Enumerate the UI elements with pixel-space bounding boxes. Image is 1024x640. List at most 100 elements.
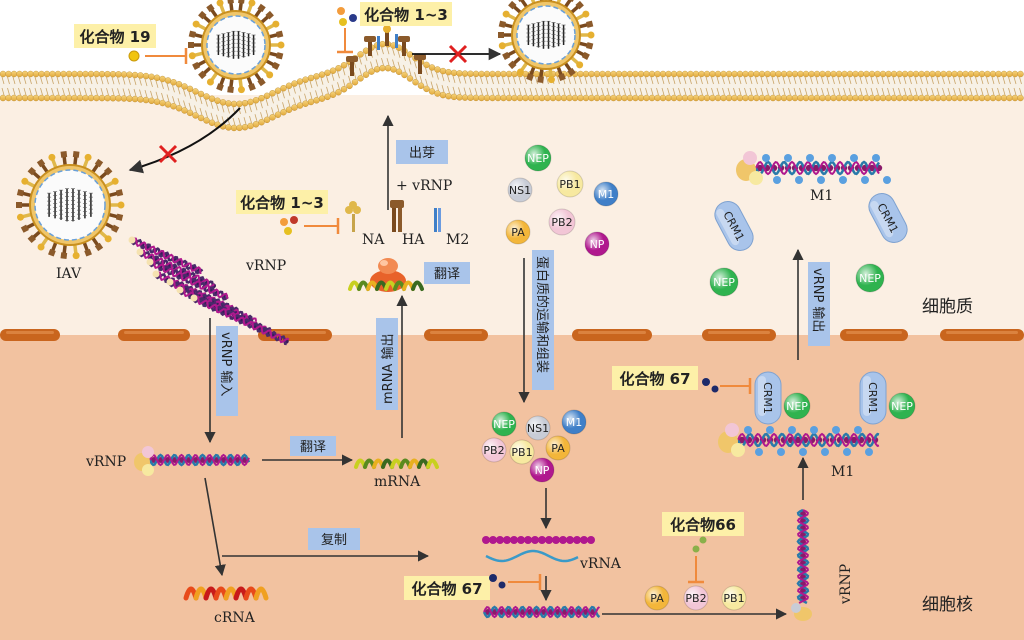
svg-text:NEP: NEP [527,152,549,165]
m1-top-label: M1 [810,188,833,204]
vrnp-export-box [808,262,830,346]
svg-text:PB2: PB2 [685,592,706,605]
svg-text:NEP: NEP [786,400,808,413]
protein-nep-cyto-left: NEP [709,267,739,297]
crm1-cyto-right: CRM1 [868,193,908,243]
translate-top-box [424,262,470,284]
translate-mid-box [290,436,336,456]
vrnp-m1-complex-cytoplasm [736,151,891,185]
compound1-3-mid-box [236,190,328,214]
svg-text:PB2: PB2 [483,444,504,457]
compound1-3-top-label: 化合物 1~3 [364,6,448,24]
translate-top-label: 翻译 [434,267,460,282]
svg-text:PA: PA [551,442,565,455]
protein-pb1-cyto: PB1 [556,170,584,198]
vrnp-bundle [128,236,290,346]
entry-arrow [128,107,241,174]
svg-text:M1: M1 [566,416,583,429]
budding-label: 出芽 [409,146,435,161]
svg-text:PA: PA [650,592,664,605]
svg-text:NEP: NEP [859,272,881,285]
m2-label: M2 [446,232,469,248]
ha-label: HA [402,232,425,248]
compound19-box [74,24,156,48]
svg-text:NS1: NS1 [527,422,549,435]
mrna-strand [354,458,439,469]
vrnp-top-label: vRNP [245,258,286,274]
protein-pb2-nuc: PB2 [481,437,507,463]
replication-label: 复制 [321,533,347,548]
budding-box [396,140,448,164]
mrna-label: mRNA [374,474,421,490]
svg-text:PB2: PB2 [551,216,572,229]
protein-nep-nuc-left: NEP [783,392,811,420]
compound67-b-box [404,576,490,600]
m1-bottom-label: M1 [831,464,854,480]
protein-pb2-cyto: PB2 [548,208,576,236]
svg-text:PB1: PB1 [511,446,532,459]
crm1-nuc-right: CRM1 [859,371,887,425]
nucleus-background [0,335,1024,640]
svg-text:CRM1: CRM1 [866,382,879,414]
protein-nep-nuc: NEP [491,411,517,437]
vrna-strand [482,536,595,563]
protein-m1-cyto: M1 [593,181,619,207]
protein-np-cyto: NP [584,231,610,257]
svg-text:PB1: PB1 [559,178,580,191]
cytoplasm-label: 细胞质 [922,297,973,317]
vrna-label: vRNA [579,556,622,572]
compound67-b-label: 化合物 67 [411,580,482,598]
translate-mid-label: 翻译 [300,440,326,455]
protein-pb1-nuc: PB1 [509,439,535,465]
svg-text:NEP: NEP [891,400,913,413]
cytoplasm-background [0,95,1024,335]
vrnp-export-label: vRNP 输出 [810,268,826,332]
protein-pb2-bottom: PB2 [683,585,709,611]
svg-text:NP: NP [590,238,605,251]
compound67-b-molecule [489,574,497,582]
m2-protein-icon [434,208,441,232]
protein-m1-nuc: M1 [561,409,587,435]
virus-budded [498,0,595,84]
na-protein-icon [345,201,361,232]
protein-ns1-nuc: NS1 [525,415,551,441]
nuclear-envelope [0,329,1024,341]
compound66-box [662,512,744,536]
protein-nep-cyto: NEP [524,144,552,172]
vrnp-import-label: vRNP 输入 [218,332,234,396]
mrna-export-label: mRNA 输出 [380,334,396,404]
vrnp-vertical-strand [791,508,812,621]
crna-arrow [204,477,226,577]
compound1-3-molecule-mid [280,218,288,226]
virus-entering [188,0,285,94]
protein-pb1-bottom: PB1 [721,585,747,611]
compound19-molecule [128,50,140,62]
ha-protein-icon [390,200,404,232]
svg-text:CRM1: CRM1 [761,382,774,414]
compound67-a-molecule [702,378,710,386]
svg-text:NS1: NS1 [509,184,531,197]
na-label: NA [362,232,385,248]
cell-membrane [0,40,1024,132]
crm1-nuc-left: CRM1 [754,371,782,425]
plus-vrnp-label: + vRNP [396,178,452,194]
vrnp-right-label: vRNP [838,564,854,605]
compound67-a-box [612,366,698,390]
vrnp-nucleus-strand [134,446,251,476]
crna-strand [183,586,269,601]
vrnp-import-box [216,326,238,416]
protein-nep-nuc-right: NEP [888,392,916,420]
svg-text:M1: M1 [598,188,615,201]
protein-transport-box [532,250,554,390]
protein-pa-cyto: PA [505,219,531,245]
protein-ns1-cyto: NS1 [507,177,533,203]
mrna-strand-top [348,280,424,291]
iav-label: IAV [56,266,82,282]
protein-transport-label: 蛋白质的运输和组装 [534,256,550,373]
svg-text:NEP: NEP [493,418,515,431]
replication-box [308,528,360,550]
compound19-label: 化合物 19 [79,28,150,46]
budding-site-proteins [346,25,426,76]
